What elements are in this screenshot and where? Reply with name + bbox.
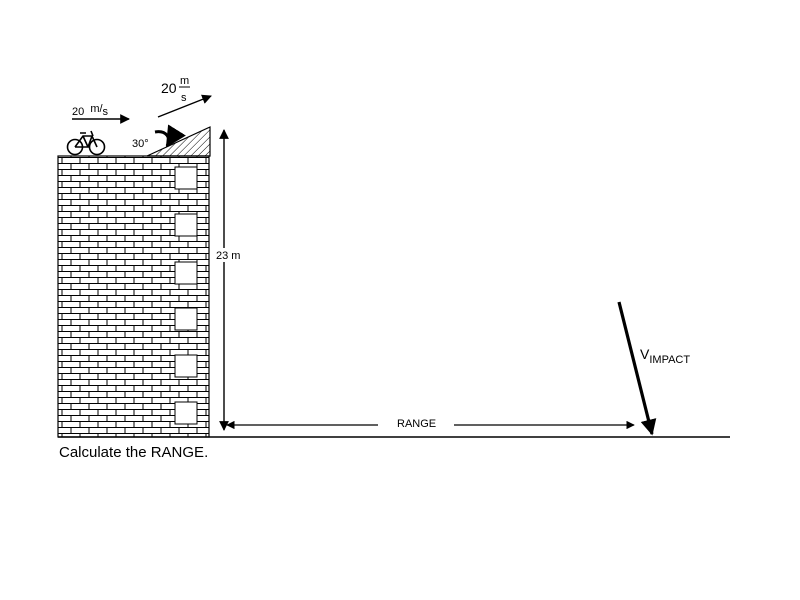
bicycle-icon bbox=[66, 130, 106, 156]
height-label: 23 m bbox=[216, 250, 240, 262]
impact-velocity-arrow bbox=[617, 301, 657, 436]
bike-speed-unit-den: s bbox=[103, 106, 109, 118]
building-wall bbox=[57, 155, 210, 438]
launch-speed-unit-den: s bbox=[181, 92, 187, 104]
impact-label: VIMPACT bbox=[640, 346, 690, 366]
height-label-bg bbox=[214, 248, 244, 262]
impact-label-sub: IMPACT bbox=[649, 354, 690, 366]
impact-label-main: V bbox=[640, 346, 650, 362]
bike-speed-value: 20 bbox=[72, 106, 84, 118]
brick-building bbox=[57, 155, 210, 438]
window bbox=[174, 166, 198, 190]
window bbox=[174, 261, 198, 285]
window bbox=[174, 354, 198, 378]
bike-speed-label: 20 m/s bbox=[72, 103, 109, 118]
range-label: RANGE bbox=[397, 418, 436, 430]
launch-velocity-arrow bbox=[157, 94, 212, 118]
angle-label: 30° bbox=[132, 138, 149, 150]
window bbox=[174, 307, 198, 331]
launch-speed-unit-num: m bbox=[180, 75, 189, 87]
bike-speed-unit-sep: / bbox=[99, 103, 103, 115]
question-caption: Calculate the RANGE. bbox=[59, 444, 209, 461]
window bbox=[174, 213, 198, 237]
launch-speed-value: 20 bbox=[161, 80, 177, 96]
angle-arc bbox=[154, 124, 186, 148]
window bbox=[174, 401, 198, 425]
bike-speed-unit-num: m bbox=[90, 103, 99, 115]
